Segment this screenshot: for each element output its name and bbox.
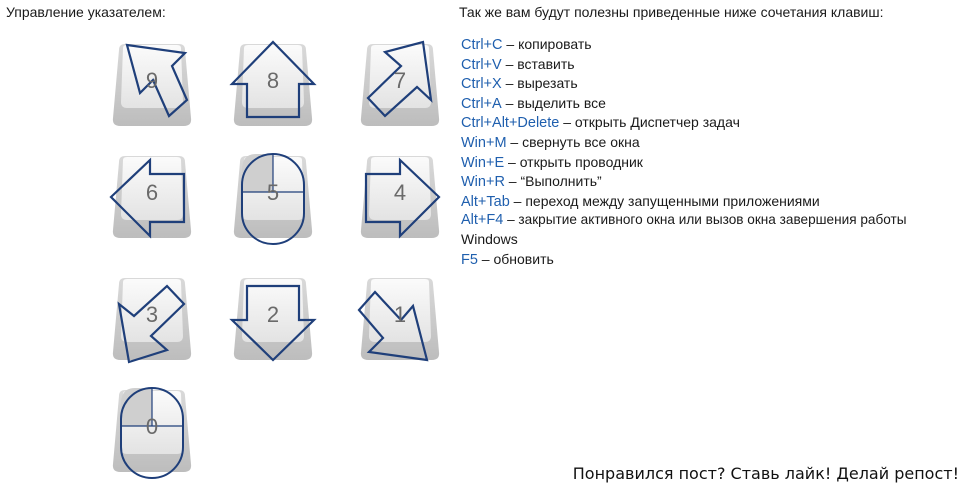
list-item: Ctrl+X – вырезать: [461, 74, 966, 94]
list-item: Ctrl+V – вставить: [461, 55, 966, 75]
list-item: Windows: [461, 230, 966, 250]
shortcut-keys: Ctrl+V: [461, 56, 502, 73]
arrow-down-right-icon: [357, 278, 440, 362]
shortcut-description: – переход между запущенными приложениями: [509, 192, 820, 209]
mouse-left-click-icon: [233, 153, 313, 245]
arrow-up-icon: [229, 40, 317, 126]
list-item: Win+R – “Выполнить”: [461, 172, 966, 192]
arrow-up-left-icon: [112, 43, 192, 126]
numpad-key-7: 7: [355, 40, 445, 130]
shortcut-description: – открыть Диспетчер задач: [559, 114, 740, 131]
numpad-key-4: 4: [355, 152, 445, 242]
list-item: Alt+Tab – переход между запущенными прил…: [461, 192, 966, 212]
list-item: Win+E – открыть проводник: [461, 153, 966, 173]
numpad-key-2: 2: [228, 274, 318, 364]
numpad-key-5: 5: [228, 152, 318, 245]
shortcut-list: Ctrl+C – копировать Ctrl+V – вставить Ct…: [461, 35, 966, 269]
shortcut-description: – вырезать: [501, 75, 578, 92]
shortcut-keys: F5: [461, 251, 478, 268]
shortcuts-title: Так же вам будут полезны приведенные ниж…: [459, 4, 884, 20]
shortcut-keys: Ctrl+X: [461, 76, 502, 93]
list-item: Ctrl+C – копировать: [461, 35, 966, 55]
shortcut-keys: Alt+F4: [461, 212, 504, 229]
list-item: F5 – обновить: [461, 250, 966, 270]
shortcut-description: – открыть проводник: [504, 153, 643, 170]
arrow-down-icon: [229, 278, 317, 362]
arrow-up-right-icon: [360, 40, 440, 126]
numpad-key-0: 0: [107, 386, 197, 479]
numpad-key-1: 1: [355, 274, 445, 364]
numpad-key-8: 8: [228, 40, 318, 130]
shortcut-keys: Ctrl+A: [461, 95, 502, 112]
shortcut-description: – обновить: [477, 250, 554, 267]
shortcut-description: – свернуть все окна: [506, 133, 640, 150]
list-item: Alt+F4 – закрытие активного окна или выз…: [461, 211, 966, 230]
shortcut-description: – закрытие активного окна или вызов окна…: [503, 212, 907, 228]
list-item: Ctrl+Alt+Delete – открыть Диспетчер зада…: [461, 113, 966, 133]
arrow-right-icon: [360, 156, 441, 239]
shortcut-keys: Win+M: [461, 134, 507, 151]
numpad-key-9: 9: [107, 40, 197, 130]
list-item: Win+M – свернуть все окна: [461, 133, 966, 153]
shortcut-keys: Ctrl+Alt+Delete: [461, 115, 560, 132]
numpad-key-3: 3: [107, 274, 197, 364]
shortcut-keys: Win+R: [461, 174, 505, 191]
mouse-right-click-icon: [112, 387, 192, 479]
arrow-left-icon: [109, 156, 192, 239]
shortcut-description: – “Выполнить”: [504, 173, 602, 190]
shortcut-description: – выделить все: [501, 94, 606, 111]
footer-cta: Понравился пост? Ставь лайк! Делай репос…: [572, 464, 959, 483]
shortcut-description: Windows: [461, 230, 518, 247]
shortcut-description: – вставить: [501, 55, 575, 72]
pointer-control-title: Управление указателем:: [6, 4, 166, 20]
list-item: Ctrl+A – выделить все: [461, 94, 966, 114]
numpad-key-6: 6: [107, 152, 197, 242]
shortcut-keys: Alt+Tab: [461, 193, 510, 210]
shortcut-keys: Ctrl+C: [461, 37, 503, 53]
shortcut-description: – копировать: [502, 36, 592, 52]
arrow-down-left-icon: [112, 278, 192, 364]
shortcut-keys: Win+E: [461, 154, 505, 171]
